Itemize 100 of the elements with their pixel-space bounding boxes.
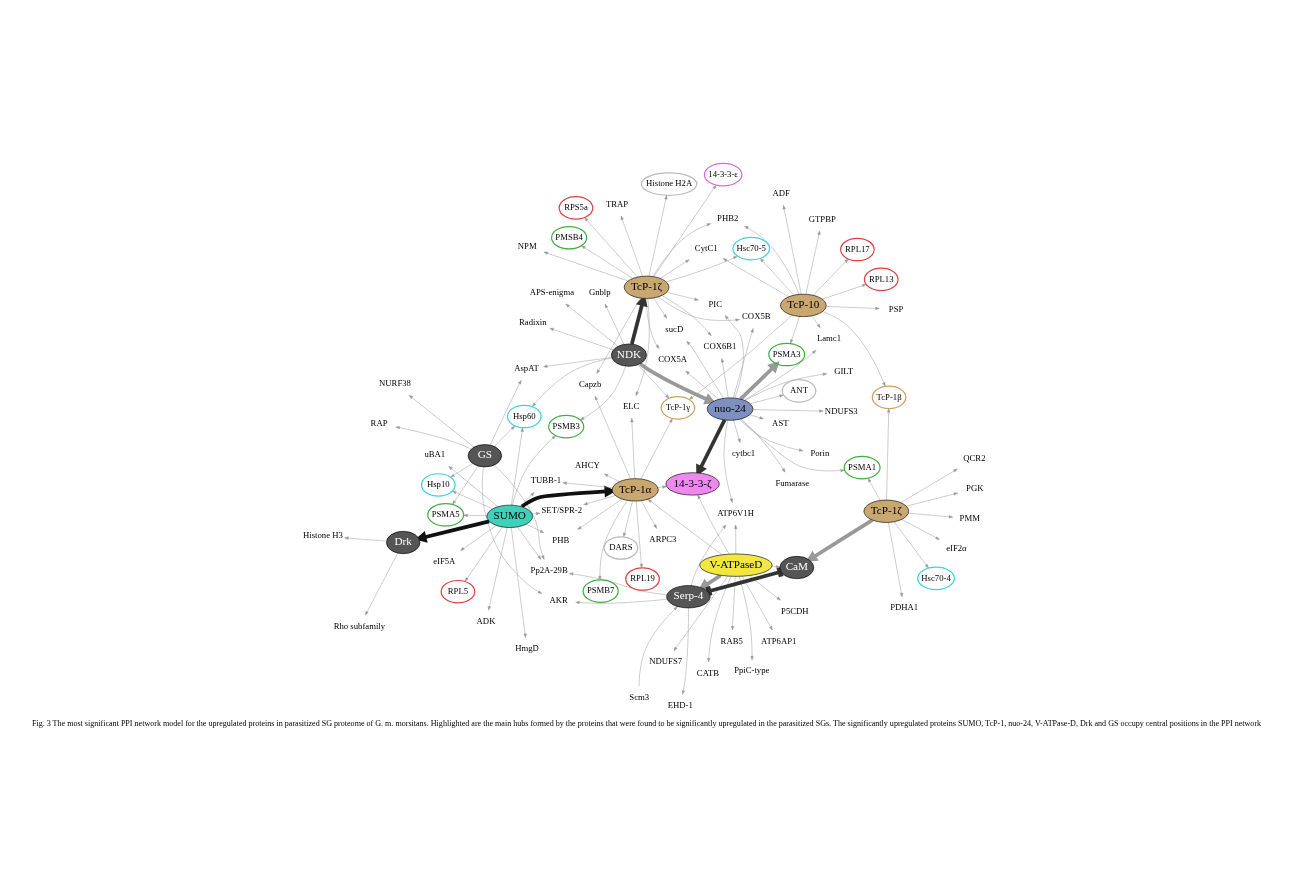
node-text: GILT	[834, 365, 854, 376]
arrow	[520, 485, 616, 509]
arrow	[681, 607, 689, 695]
arrow	[594, 395, 631, 480]
arrow	[749, 414, 764, 420]
node-text: Capzb	[579, 379, 602, 390]
arrow	[482, 466, 543, 594]
arrow	[637, 364, 670, 399]
node-text: COX5A	[658, 354, 688, 365]
node-text: AspAT	[514, 363, 539, 374]
node-text: ADF	[772, 188, 790, 199]
node-text: ADK	[476, 615, 496, 626]
arrow	[598, 500, 628, 581]
arrow	[666, 292, 699, 301]
arrow	[720, 358, 729, 398]
arrow	[452, 490, 493, 510]
node-ellipse: Drk	[386, 531, 421, 554]
arrow	[494, 464, 545, 560]
arrow	[739, 419, 804, 452]
node-text: HmgD	[515, 643, 539, 654]
arrow	[584, 217, 638, 278]
arrow	[512, 435, 556, 506]
node-text: Histone H3	[303, 530, 343, 541]
node-text: COX5B	[742, 311, 771, 322]
arrow	[741, 418, 786, 473]
arrow	[686, 340, 724, 399]
arrow	[517, 526, 542, 560]
node-text: ATP6AP1	[761, 635, 797, 646]
arrow	[733, 419, 741, 443]
arrow	[620, 215, 643, 277]
arrow	[653, 184, 717, 277]
arrow	[635, 500, 643, 569]
arrow	[653, 297, 667, 319]
node-text: ELC	[622, 401, 640, 412]
arrow	[886, 408, 891, 501]
arrow	[739, 361, 780, 401]
arrow	[596, 297, 641, 374]
arrow	[562, 481, 613, 488]
node-text: ATP6V1H	[717, 508, 754, 519]
arrow	[867, 478, 881, 501]
arrow	[569, 572, 668, 596]
node-text: CATB	[696, 667, 720, 678]
node-text: APS-enigma	[529, 287, 575, 298]
node-text: PGK	[966, 483, 984, 494]
arrow	[464, 526, 503, 582]
arrow	[685, 370, 719, 400]
node-text: RAB5	[720, 635, 743, 646]
arrow	[532, 357, 612, 407]
arrow	[822, 311, 886, 387]
arrow	[652, 223, 712, 277]
arrow	[460, 525, 497, 551]
arrow	[647, 499, 723, 555]
node-ellipse: 14-3-3-ζ	[665, 472, 720, 496]
arrow	[752, 409, 824, 413]
arrow	[826, 306, 880, 310]
node-text: EHD-1	[667, 699, 693, 710]
node-ellipse: RPL19	[625, 567, 660, 591]
node-text: AKR	[549, 594, 568, 605]
arrow	[344, 536, 387, 542]
arrow	[511, 427, 524, 506]
arrow	[901, 519, 940, 540]
arrow	[640, 418, 673, 480]
arrow	[604, 303, 625, 345]
arrow	[724, 315, 744, 399]
arrow	[813, 258, 849, 296]
arrow	[722, 258, 789, 298]
arrow	[581, 245, 633, 279]
node-text: sucD	[665, 324, 684, 335]
arrow	[741, 576, 773, 631]
arrow	[635, 298, 650, 396]
node-text: PSP	[888, 303, 904, 314]
arrow	[697, 494, 730, 555]
arrow	[744, 372, 828, 401]
arrow	[365, 552, 398, 616]
node-text: AHCY	[575, 459, 600, 470]
node-ellipse: V-ATPaseD	[699, 553, 773, 577]
arrow	[749, 394, 784, 404]
node-ellipse: SUMO	[486, 504, 533, 528]
arrow	[646, 298, 660, 349]
arrow	[894, 521, 929, 569]
arrow	[604, 473, 620, 482]
arrow	[630, 418, 635, 479]
arrow	[463, 513, 488, 517]
node-text: PHB2	[717, 213, 739, 224]
node-text: RAP	[370, 418, 388, 429]
arrow	[760, 258, 795, 296]
arrow	[543, 357, 612, 368]
arrow	[511, 527, 527, 638]
node-text: GTPBP	[808, 213, 836, 224]
arrow	[744, 350, 817, 401]
node-text: Radixin	[519, 316, 547, 327]
node-ellipse: TcP-1ζ	[863, 499, 909, 523]
arrow	[908, 513, 954, 519]
arrow	[641, 500, 657, 529]
node-text: P5CDH	[781, 605, 809, 616]
arrow	[487, 527, 508, 611]
arrow	[543, 251, 629, 282]
arrow	[450, 463, 473, 478]
node-text: TRAP	[605, 199, 629, 210]
node-ellipse: PSMA1	[843, 455, 881, 480]
